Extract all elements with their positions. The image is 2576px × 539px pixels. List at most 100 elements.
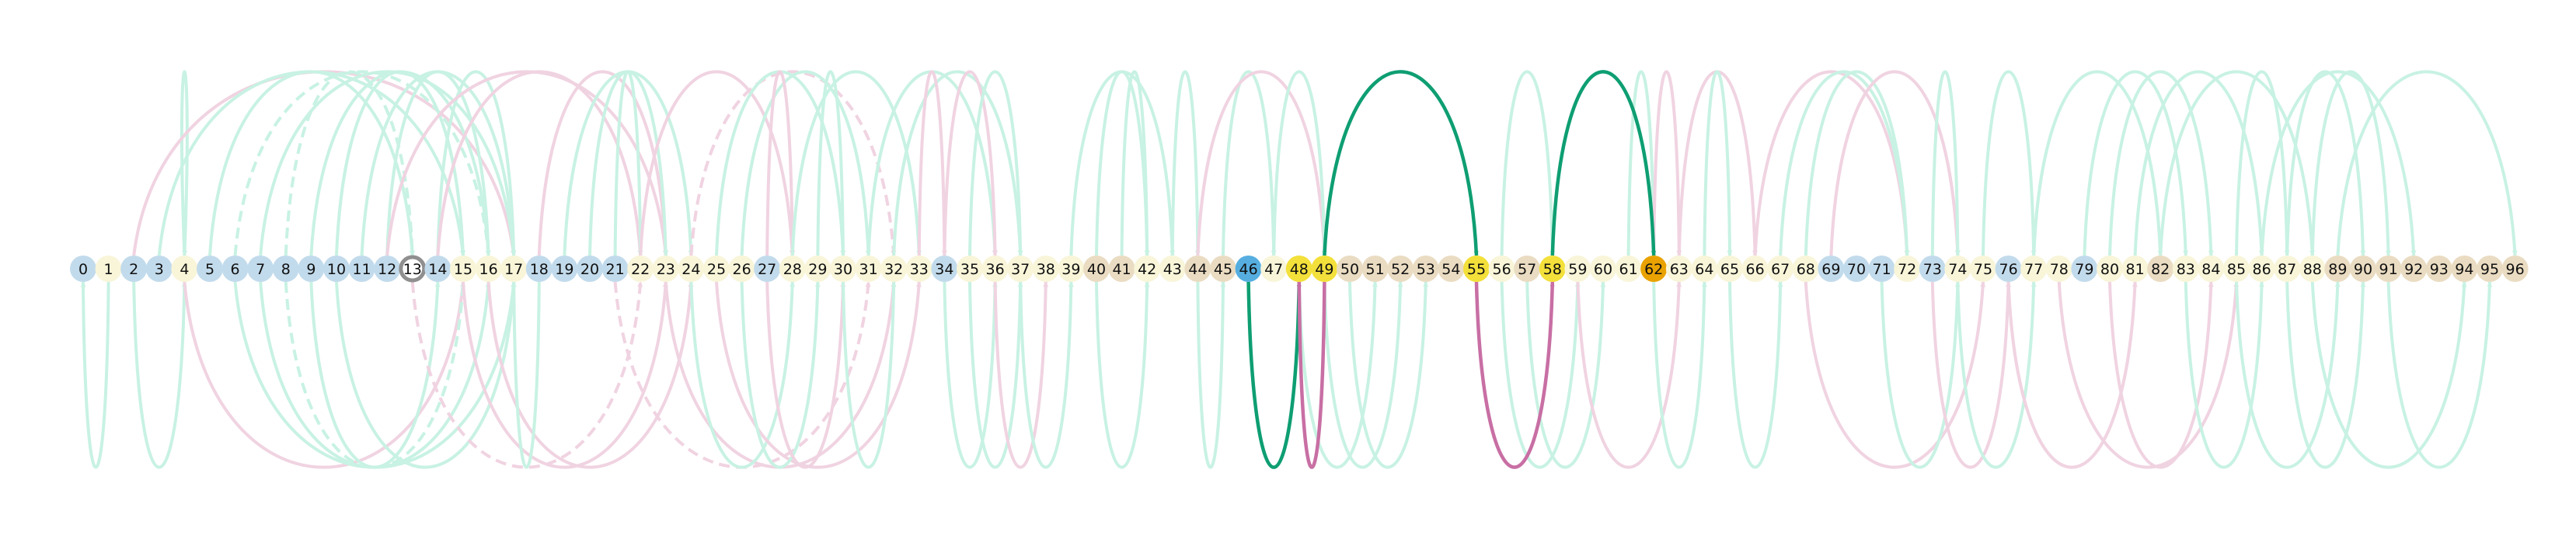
highlighted-arcs-layer (1246, 70, 1657, 469)
node-51-circle (1361, 256, 1389, 282)
node-33: 33 (905, 256, 932, 282)
node-87-label: 87 (2278, 261, 2296, 278)
node-9-label: 9 (306, 261, 315, 278)
node-35-label: 35 (960, 261, 979, 278)
node-53: 53 (1412, 256, 1439, 282)
node-2-circle (120, 256, 148, 282)
node-4-label: 4 (180, 261, 189, 278)
node-72: 72 (1894, 256, 1921, 282)
arc-above-6-to-16 (233, 70, 491, 256)
node-59-label: 59 (1568, 261, 1587, 278)
arc-above-40-to-42 (1095, 70, 1150, 256)
node-6: 6 (221, 256, 249, 282)
node-83: 83 (2172, 256, 2199, 282)
node-8: 8 (272, 256, 299, 282)
arc-above-35-to-37 (968, 70, 1023, 256)
node-81: 81 (2121, 256, 2149, 282)
node-64-label: 64 (1695, 261, 1713, 278)
node-63: 63 (1665, 256, 1692, 282)
node-93-label: 93 (2430, 261, 2449, 278)
node-15: 15 (450, 256, 476, 282)
node-16-label: 16 (479, 261, 498, 278)
arc-below-91-to-95 (2386, 281, 2493, 469)
node-21-label: 21 (606, 261, 625, 278)
node-86-label: 86 (2253, 261, 2271, 278)
node-25-label: 25 (707, 261, 726, 278)
node-64: 64 (1691, 256, 1718, 282)
node-70-label: 70 (1847, 261, 1866, 278)
node-0: 0 (70, 256, 96, 282)
arc-below-57-to-60 (1525, 281, 1606, 469)
node-67-label: 67 (1771, 261, 1790, 278)
node-54-label: 54 (1441, 261, 1460, 278)
arc-below-65-to-67 (1728, 281, 1783, 469)
node-50-label: 50 (1340, 261, 1359, 278)
node-79-circle (2071, 256, 2098, 282)
node-71-circle (1868, 256, 1895, 282)
node-68-circle (1792, 256, 1819, 282)
node-27-circle (754, 256, 781, 282)
arc-below-13-to-22 (410, 281, 643, 469)
node-22-circle (627, 256, 654, 282)
node-41-label: 41 (1113, 261, 1131, 278)
node-80-label: 80 (2100, 261, 2119, 278)
arc-above-28-to-33 (790, 70, 922, 256)
arc-below-56-to-59 (1500, 281, 1581, 469)
node-38-label: 38 (1037, 261, 1055, 278)
arc-above-86-to-92 (2260, 70, 2417, 256)
arc-below-16-to-24 (486, 281, 694, 469)
node-28-circle (779, 256, 806, 282)
node-33-label: 33 (910, 261, 929, 278)
arc-above-77-to-82 (2032, 70, 2163, 256)
node-12-label: 12 (378, 261, 396, 278)
node-10: 10 (323, 256, 350, 282)
arc-above-27-to-28 (765, 70, 796, 256)
node-9-circle (298, 256, 325, 282)
node-46: 46 (1235, 256, 1262, 282)
node-37-label: 37 (1011, 261, 1030, 278)
node-80-circle (2097, 256, 2123, 282)
arc-above-7-to-17 (259, 70, 517, 256)
node-45-circle (1210, 256, 1236, 282)
arc-above-73-to-74 (1930, 70, 1961, 256)
arc-above-67-to-72 (1779, 70, 1910, 256)
arc-above-32-to-37 (892, 70, 1023, 256)
node-89-label: 89 (2328, 261, 2347, 278)
node-61: 61 (1615, 256, 1642, 282)
node-82-circle (2147, 256, 2174, 282)
node-24: 24 (678, 256, 705, 282)
arc-above-22-to-28 (639, 70, 795, 256)
node-95-circle (2477, 256, 2503, 282)
node-14: 14 (424, 256, 451, 282)
node-19: 19 (551, 256, 578, 282)
node-62-label: 62 (1644, 261, 1663, 278)
node-52-circle (1387, 256, 1414, 282)
node-69-circle (1818, 256, 1845, 282)
node-47: 47 (1260, 256, 1288, 282)
node-4-circle (171, 256, 198, 282)
node-21-circle (601, 256, 629, 282)
node-93-circle (2425, 256, 2452, 282)
node-68-label: 68 (1797, 261, 1815, 278)
arc-above-49-to-55 (1323, 70, 1479, 256)
node-14-circle (424, 256, 451, 282)
node-93: 93 (2425, 256, 2452, 282)
node-61-label: 61 (1619, 261, 1638, 278)
arc-above-41-to-42 (1120, 70, 1150, 256)
node-39-label: 39 (1061, 261, 1080, 278)
arc-above-87-to-90 (2285, 70, 2366, 256)
node-86-circle (2248, 256, 2275, 282)
node-30-label: 30 (834, 261, 852, 278)
node-40: 40 (1083, 256, 1110, 282)
node-96-circle (2501, 256, 2529, 282)
arc-above-81-to-86 (2133, 70, 2264, 256)
node-58: 58 (1539, 256, 1566, 282)
node-13-label: 13 (403, 261, 422, 278)
arc-below-36-to-38 (993, 281, 1049, 469)
node-92-circle (2400, 256, 2428, 282)
node-36-circle (981, 256, 1009, 282)
node-30: 30 (830, 256, 856, 282)
node-95: 95 (2477, 256, 2503, 282)
node-37-circle (1007, 256, 1034, 282)
node-17-label: 17 (504, 261, 523, 278)
